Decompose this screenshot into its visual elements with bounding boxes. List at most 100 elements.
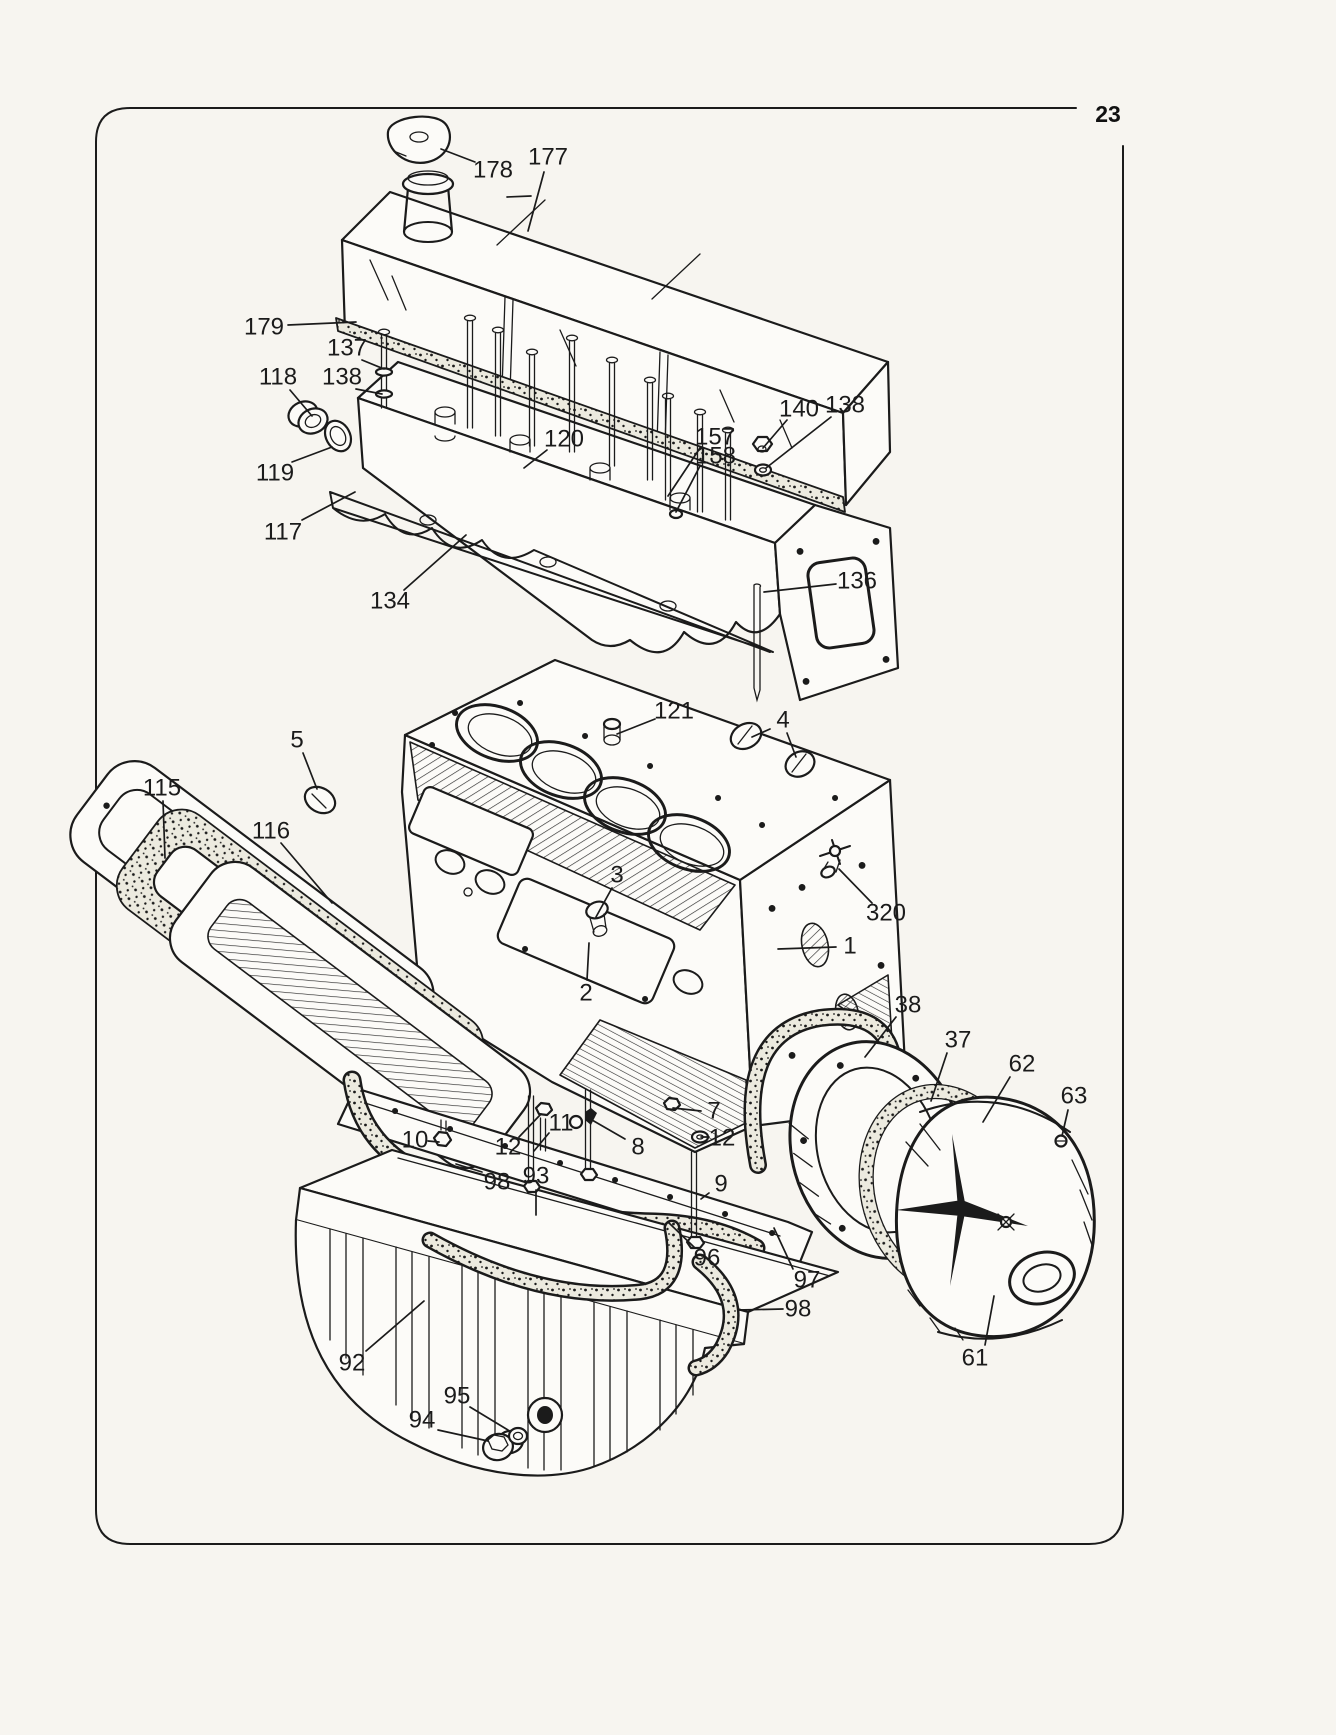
bolt-93-head <box>579 1167 599 1182</box>
block-top-face <box>403 658 892 882</box>
bolt-12a <box>534 1101 554 1117</box>
clutch-cover-hatch <box>905 1123 1094 1341</box>
callout-2: 2 <box>579 980 592 1007</box>
leader-line-177 <box>506 195 532 198</box>
oil-filler-neck <box>402 185 454 233</box>
leader-line-117 <box>301 491 356 521</box>
callout-7: 7 <box>707 1098 720 1125</box>
callout-95: 95 <box>444 1383 471 1410</box>
leader-line-4 <box>751 728 771 738</box>
cup-plug-121 <box>602 717 622 746</box>
leader-line-9 <box>700 1192 710 1200</box>
cylinder-bores <box>455 703 731 873</box>
leader-line-95 <box>469 1406 509 1431</box>
callout-118: 118 <box>259 364 297 391</box>
leader-line-98 <box>455 1163 483 1173</box>
core-plug-4b-line <box>791 753 807 773</box>
leader-line-121 <box>616 718 656 735</box>
leader-line-138 <box>355 388 383 395</box>
sump-rim-rear-edge <box>397 1157 831 1277</box>
leader-line-10 <box>427 1140 440 1143</box>
leader-line-138 <box>765 416 832 469</box>
callout-178: 178 <box>473 157 513 184</box>
leader-line-140 <box>762 419 788 449</box>
oil-filler-neck-top <box>407 170 449 186</box>
leader-line-134 <box>403 534 467 591</box>
rocker-cover-shading <box>369 259 793 449</box>
rocker-cover-gasket <box>335 317 846 513</box>
leader-line-94 <box>437 1429 489 1442</box>
bolt-12a-shaft <box>539 1117 547 1152</box>
callout-37: 37 <box>945 1027 972 1054</box>
engine-block-group <box>303 658 907 1154</box>
leader-line-7 <box>672 1107 702 1112</box>
rocker-cover-group <box>335 115 892 513</box>
core-plug-5-line <box>311 793 327 809</box>
core-plug-118 <box>287 400 329 435</box>
leader-line-177 <box>527 171 545 232</box>
clutch-cover-hole <box>1008 1250 1076 1306</box>
callout-5: 5 <box>290 727 303 754</box>
callout-92: 92 <box>339 1350 366 1377</box>
callout-12: 12 <box>709 1125 736 1152</box>
callout-121: 121 <box>654 698 694 725</box>
page-number: 23 <box>1095 101 1121 127</box>
leader-line-320 <box>838 868 873 904</box>
leader-line-178 <box>440 148 476 163</box>
oil-filler-neck-base <box>403 221 453 243</box>
head-end-opening <box>806 556 876 650</box>
sump-cork-strip-98b-speck <box>690 1256 738 1374</box>
leader-line-61 <box>984 1295 995 1346</box>
callout-140: 140 <box>779 396 819 423</box>
leader-line-92 <box>365 1300 425 1352</box>
callout-61: 61 <box>962 1345 989 1372</box>
callout-119: 119 <box>256 460 294 487</box>
sump-drain-hole <box>537 1406 553 1424</box>
washer-138b-hole <box>758 467 768 473</box>
callout-11: 11 <box>549 1110 574 1137</box>
callout-138: 138 <box>825 392 865 419</box>
callout-138: 138 <box>322 364 362 391</box>
leader-line-2 <box>586 942 590 981</box>
page-border <box>95 107 1124 1545</box>
cylinder-head-group <box>287 314 900 703</box>
callout-94: 94 <box>409 1407 436 1434</box>
leader-line-158 <box>675 465 701 513</box>
bolt-11-shaft <box>527 1095 535 1183</box>
bolt-93-shaft <box>584 1089 592 1171</box>
leader-line-37 <box>930 1052 948 1102</box>
callout-120: 120 <box>544 426 584 453</box>
callout-115: 115 <box>143 775 181 802</box>
leader-line-4 <box>786 732 797 758</box>
leader-line-119 <box>291 446 333 463</box>
leader-line-11 <box>533 1132 550 1152</box>
leader-line-179 <box>287 321 357 326</box>
clutch-cover-star <box>896 1134 1028 1286</box>
rocker-cover-end-face <box>841 360 892 507</box>
callout-136: 136 <box>837 568 877 595</box>
leader-line-5 <box>302 752 318 790</box>
callout-10: 10 <box>402 1127 429 1154</box>
rocker-cover-straps <box>496 199 701 447</box>
leader-line-115 <box>162 800 166 859</box>
leader-line-63 <box>1061 1109 1069 1137</box>
callout-63: 63 <box>1061 1083 1088 1110</box>
callout-117: 117 <box>264 519 302 546</box>
valve-guide-bosses <box>434 406 691 511</box>
callout-1: 1 <box>843 933 856 960</box>
callout-96: 96 <box>694 1245 721 1272</box>
bolt-10-shaft <box>440 1119 447 1132</box>
core-plug-5 <box>303 785 337 815</box>
callout-93: 93 <box>523 1163 550 1190</box>
callout-137: 137 <box>327 335 367 362</box>
leader-line-118 <box>289 389 313 417</box>
leader-line-8 <box>591 1119 626 1140</box>
leader-line-137 <box>361 359 385 370</box>
drain-tap-320 <box>819 839 851 879</box>
side-cover-plate-window <box>207 898 493 1132</box>
leader-line-38 <box>864 1016 897 1058</box>
leader-line-97 <box>773 1227 794 1270</box>
leader-line-136 <box>763 583 837 593</box>
